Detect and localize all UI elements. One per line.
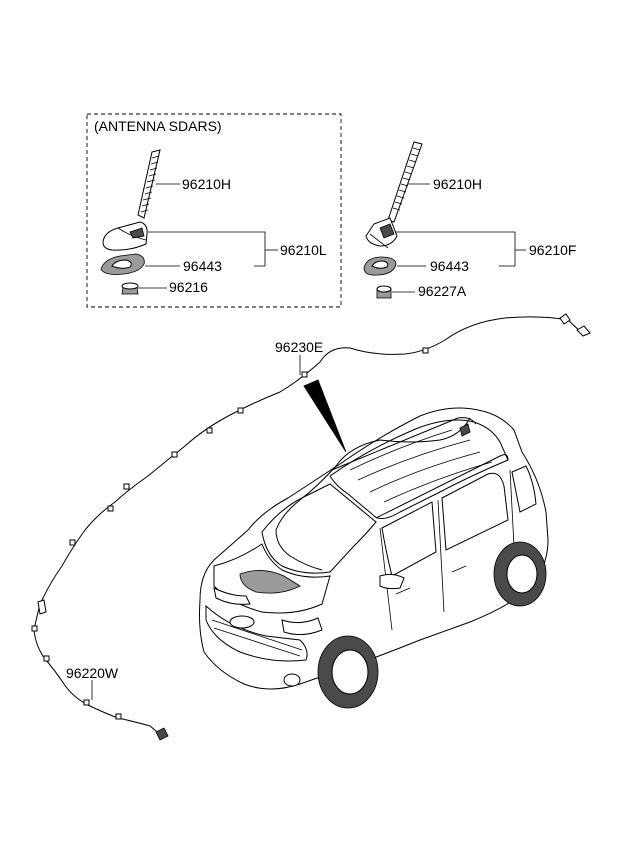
label-std-nut: 96227A: [418, 283, 467, 299]
sdars-base-icon: [102, 221, 148, 251]
std-nut-icon: [376, 285, 392, 299]
roof-pointer-icon: [303, 379, 347, 453]
leader-std-assembly: [396, 231, 516, 266]
sdars-box-title: (ANTENNA SDARS): [94, 118, 222, 134]
front-cable-icon: [31, 595, 169, 741]
label-sdars-mast: 96210H: [182, 176, 231, 192]
label-sdars-nut: 96216: [169, 279, 208, 295]
label-sdars-assembly: 96210L: [280, 242, 327, 258]
std-base-icon: [365, 217, 398, 249]
label-front-cable: 96220W: [66, 665, 119, 681]
sdars-mast-icon: [137, 149, 161, 219]
sdars-group-box: [86, 113, 342, 308]
vehicle-icon: [199, 407, 549, 709]
label-roof-cable: 96230E: [275, 339, 323, 355]
label-std-assembly: 96210F: [529, 242, 576, 258]
roof-cable-icon: [43, 313, 591, 597]
label-std-gasket: 96443: [430, 258, 469, 274]
std-mast-icon: [387, 141, 423, 223]
label-sdars-gasket: 96443: [183, 258, 222, 274]
label-std-mast: 96210H: [433, 176, 482, 192]
sdars-nut-icon: [121, 282, 139, 295]
std-gasket-icon: [363, 256, 397, 276]
sdars-gasket-icon: [100, 253, 145, 275]
leader-sdars-assembly: [148, 231, 266, 266]
